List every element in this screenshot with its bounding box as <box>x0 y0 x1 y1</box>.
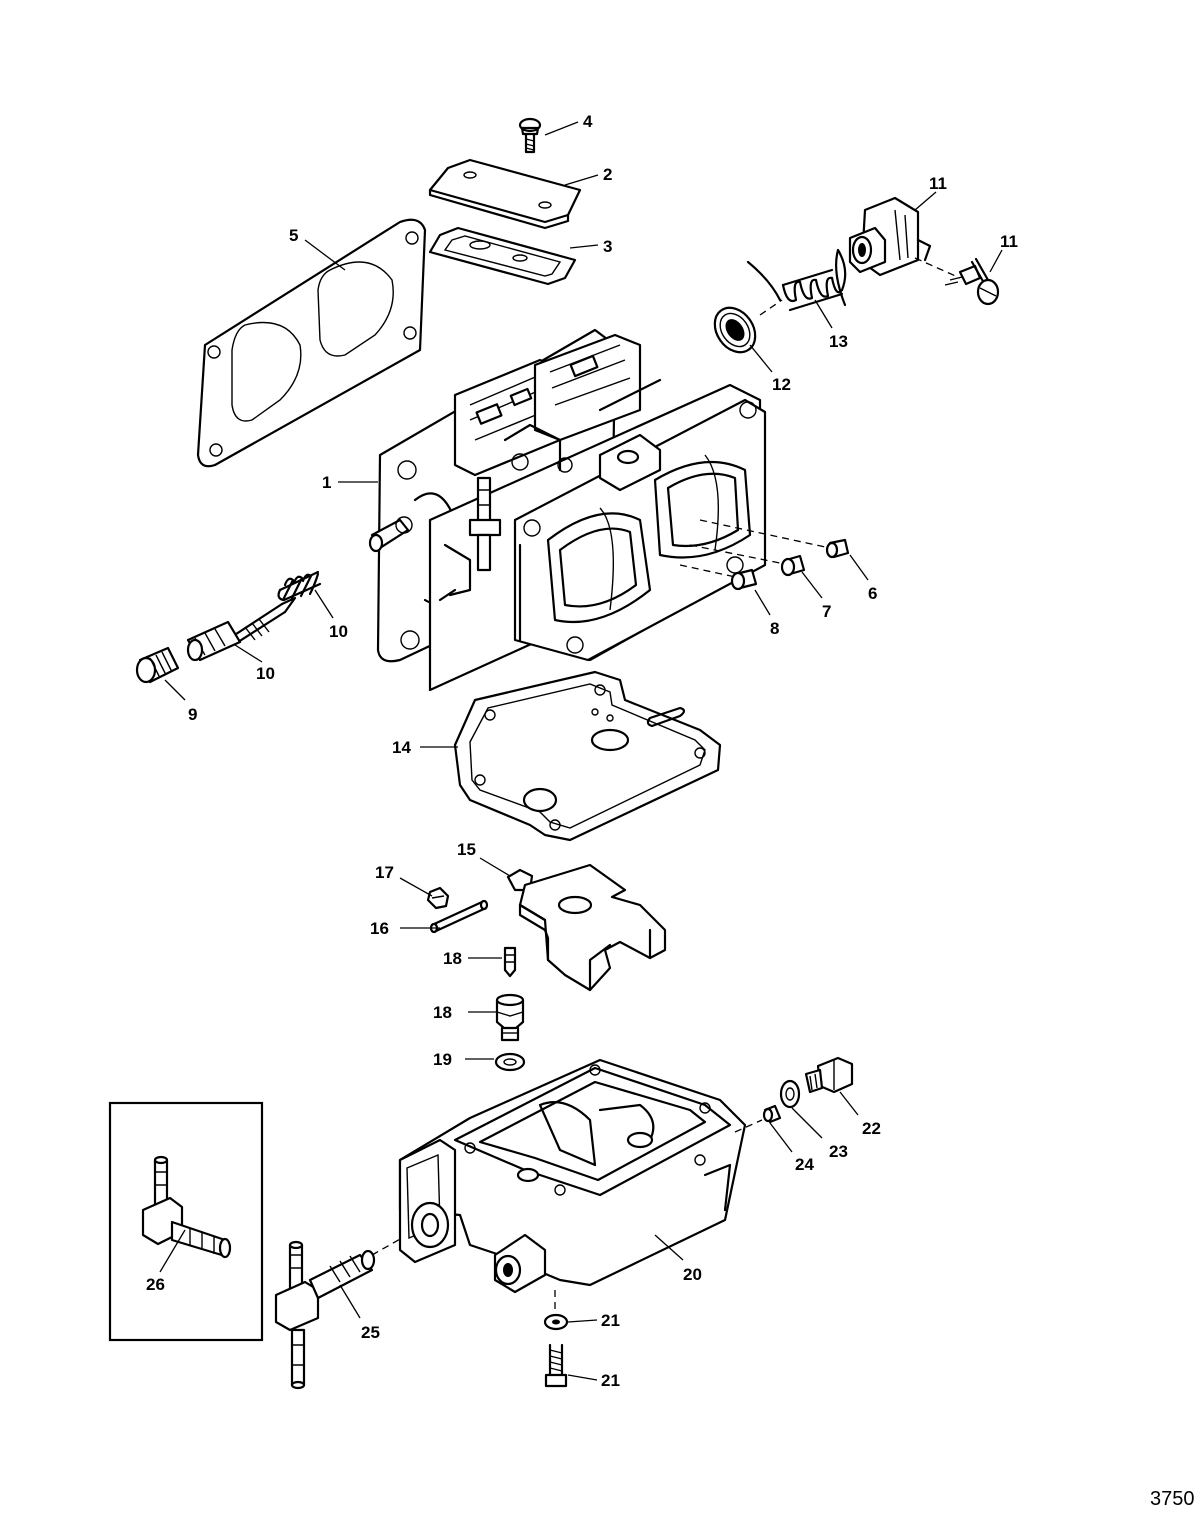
callout-13: 13 <box>829 332 848 351</box>
part-6-jet <box>825 538 850 559</box>
part-3-cover-gasket <box>428 226 577 286</box>
callout-3: 3 <box>603 237 612 256</box>
callout-21-screw: 21 <box>601 1371 620 1390</box>
part-21-screw <box>544 1343 568 1388</box>
figure-number: 3750 <box>1150 1488 1195 1510</box>
assembly-line-jets <box>679 519 831 579</box>
part-10-mixture-screw <box>186 596 297 662</box>
assembly-line-inlet <box>371 1237 403 1256</box>
callout-11-right: 11 <box>1000 232 1018 251</box>
callout-14: 14 <box>392 738 411 757</box>
part-11-screw <box>944 257 1000 306</box>
leader-lines <box>159 121 1003 1381</box>
callout-24: 24 <box>795 1155 814 1174</box>
part-18-needle-seat <box>495 993 525 1042</box>
part-26-elbow-fitting <box>141 1155 232 1259</box>
part-21-washer <box>543 1313 569 1331</box>
callout-11-top: 11 <box>929 174 947 193</box>
callout-16: 16 <box>370 919 389 938</box>
assembly-line-drain <box>734 1119 763 1133</box>
part-1-carburetor-body <box>368 328 767 692</box>
callout-5: 5 <box>289 226 298 245</box>
callout-8: 8 <box>770 619 779 638</box>
part-15-float <box>506 863 667 992</box>
callout-10-right: 10 <box>329 622 348 641</box>
callout-19: 19 <box>433 1050 452 1069</box>
callout-7: 7 <box>822 602 831 621</box>
callout-23: 23 <box>829 1142 848 1161</box>
part-20-float-bowl <box>398 1058 747 1294</box>
callout-26: 26 <box>146 1275 165 1294</box>
part-2-cover-plate <box>428 158 582 230</box>
part-5-flange-gasket <box>196 218 427 468</box>
part-4-screw <box>518 117 542 154</box>
part-7-jet <box>780 554 806 577</box>
callout-18-seat: 18 <box>433 1003 452 1022</box>
part-17-screw <box>426 886 450 910</box>
part-18-inlet-needle <box>503 946 517 978</box>
callout-9: 9 <box>188 705 197 724</box>
callout-6: 6 <box>868 584 877 603</box>
callout-15: 15 <box>457 840 476 859</box>
callout-1: 1 <box>322 473 331 492</box>
part-25-tee-fitting <box>274 1240 376 1390</box>
part-9-limiter-cap <box>135 646 180 684</box>
part-13-spring <box>746 248 847 316</box>
callout-10-left: 10 <box>256 664 275 683</box>
callout-2: 2 <box>603 165 612 184</box>
callout-12: 12 <box>772 375 791 394</box>
callout-17: 17 <box>375 863 394 882</box>
callout-20: 20 <box>683 1265 702 1284</box>
part-23-washer <box>779 1079 801 1109</box>
callout-21-washer: 21 <box>601 1311 620 1330</box>
part-24-jet <box>762 1104 782 1124</box>
part-14-bowl-gasket <box>453 670 722 842</box>
part-11-choke-assembly <box>848 196 932 277</box>
part-8-jet <box>730 568 758 591</box>
part-12-seal <box>713 306 757 354</box>
callout-4: 4 <box>583 112 593 131</box>
callout-22: 22 <box>862 1119 881 1138</box>
callout-18-needle: 18 <box>443 949 462 968</box>
callout-25: 25 <box>361 1323 380 1342</box>
part-22-drain-plug <box>804 1056 854 1094</box>
inset-box <box>108 1101 264 1342</box>
part-10-spring <box>277 570 322 602</box>
assembly-line-choke <box>914 257 961 279</box>
callout-labels: 4 2 3 5 11 11 13 12 1 6 7 8 10 10 9 14 1… <box>146 112 1018 1390</box>
part-19-washer <box>494 1052 526 1072</box>
